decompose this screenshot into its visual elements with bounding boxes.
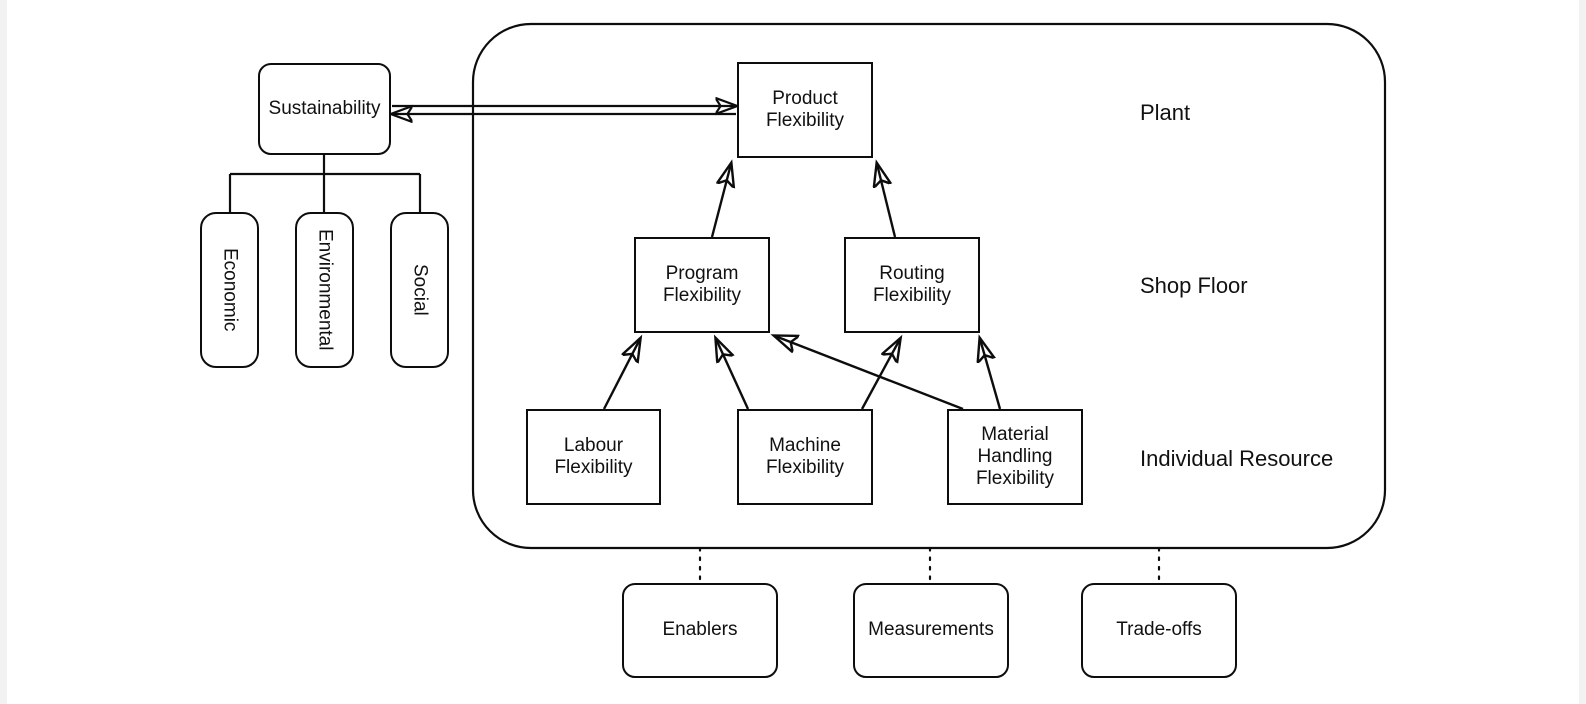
level-label-plant: Plant bbox=[1140, 100, 1190, 126]
node-social[interactable]: Social bbox=[390, 212, 449, 368]
node-labour-flexibility[interactable]: Labour Flexibility bbox=[526, 409, 661, 505]
arrow-machine-to-program bbox=[716, 339, 750, 410]
node-trade-offs[interactable]: Trade-offs bbox=[1081, 583, 1237, 678]
level-label-shop-floor: Shop Floor bbox=[1140, 273, 1248, 299]
node-product-flexibility-label: Product Flexibility bbox=[765, 87, 845, 131]
sustainability-product-double-arrow bbox=[392, 106, 736, 114]
node-enablers[interactable]: Enablers bbox=[622, 583, 778, 678]
node-environmental[interactable]: Environmental bbox=[295, 212, 354, 368]
node-environmental-label: Environmental bbox=[314, 229, 336, 351]
arrow-machine-to-routing bbox=[860, 339, 900, 410]
page-margin-right bbox=[1579, 0, 1586, 704]
node-material-handling-flexibility[interactable]: Material Handling Flexibility bbox=[947, 409, 1083, 505]
sustainability-tree-connectors bbox=[228, 155, 422, 212]
level-label-plant-text: Plant bbox=[1140, 100, 1191, 125]
node-sustainability[interactable]: Sustainability bbox=[258, 63, 391, 155]
aspect-dotted-connectors bbox=[698, 546, 1161, 585]
node-social-label: Social bbox=[409, 264, 431, 316]
node-machine-flexibility[interactable]: Machine Flexibility bbox=[737, 409, 873, 505]
page-margin-left bbox=[0, 0, 7, 704]
node-routing-flexibility-label: Routing Flexibility bbox=[872, 262, 952, 306]
node-sustainability-label: Sustainability bbox=[268, 97, 381, 119]
arrow-program-to-product bbox=[710, 164, 731, 238]
arrow-routing-to-product bbox=[877, 164, 897, 238]
arrow-material-to-routing bbox=[980, 339, 1002, 410]
node-machine-flexibility-label: Machine Flexibility bbox=[765, 434, 845, 478]
shop-floor-to-plant-arrows bbox=[710, 164, 897, 238]
node-economic[interactable]: Economic bbox=[200, 212, 259, 368]
node-measurements[interactable]: Measurements bbox=[853, 583, 1009, 678]
node-labour-flexibility-label: Labour Flexibility bbox=[554, 434, 633, 478]
level-label-individual-resource: Individual Resource bbox=[1140, 446, 1333, 472]
level-label-individual-resource-text: Individual Resource bbox=[1140, 446, 1334, 471]
arrow-labour-to-program bbox=[602, 339, 640, 410]
node-program-flexibility-label: Program Flexibility bbox=[662, 262, 742, 306]
level-label-shop-floor-text: Shop Floor bbox=[1140, 273, 1248, 298]
node-material-handling-flexibility-label: Material Handling Flexibility bbox=[975, 423, 1055, 490]
node-economic-label: Economic bbox=[219, 248, 241, 332]
node-program-flexibility[interactable]: Program Flexibility bbox=[634, 237, 770, 333]
node-trade-offs-label: Trade-offs bbox=[1116, 619, 1202, 641]
resource-to-shop-floor-arrows bbox=[602, 336, 1002, 411]
arrow-material-to-program bbox=[775, 336, 964, 411]
node-measurements-label: Measurements bbox=[868, 619, 994, 641]
node-product-flexibility[interactable]: Product Flexibility bbox=[737, 62, 873, 158]
node-routing-flexibility[interactable]: Routing Flexibility bbox=[844, 237, 980, 333]
node-enablers-label: Enablers bbox=[662, 619, 738, 641]
